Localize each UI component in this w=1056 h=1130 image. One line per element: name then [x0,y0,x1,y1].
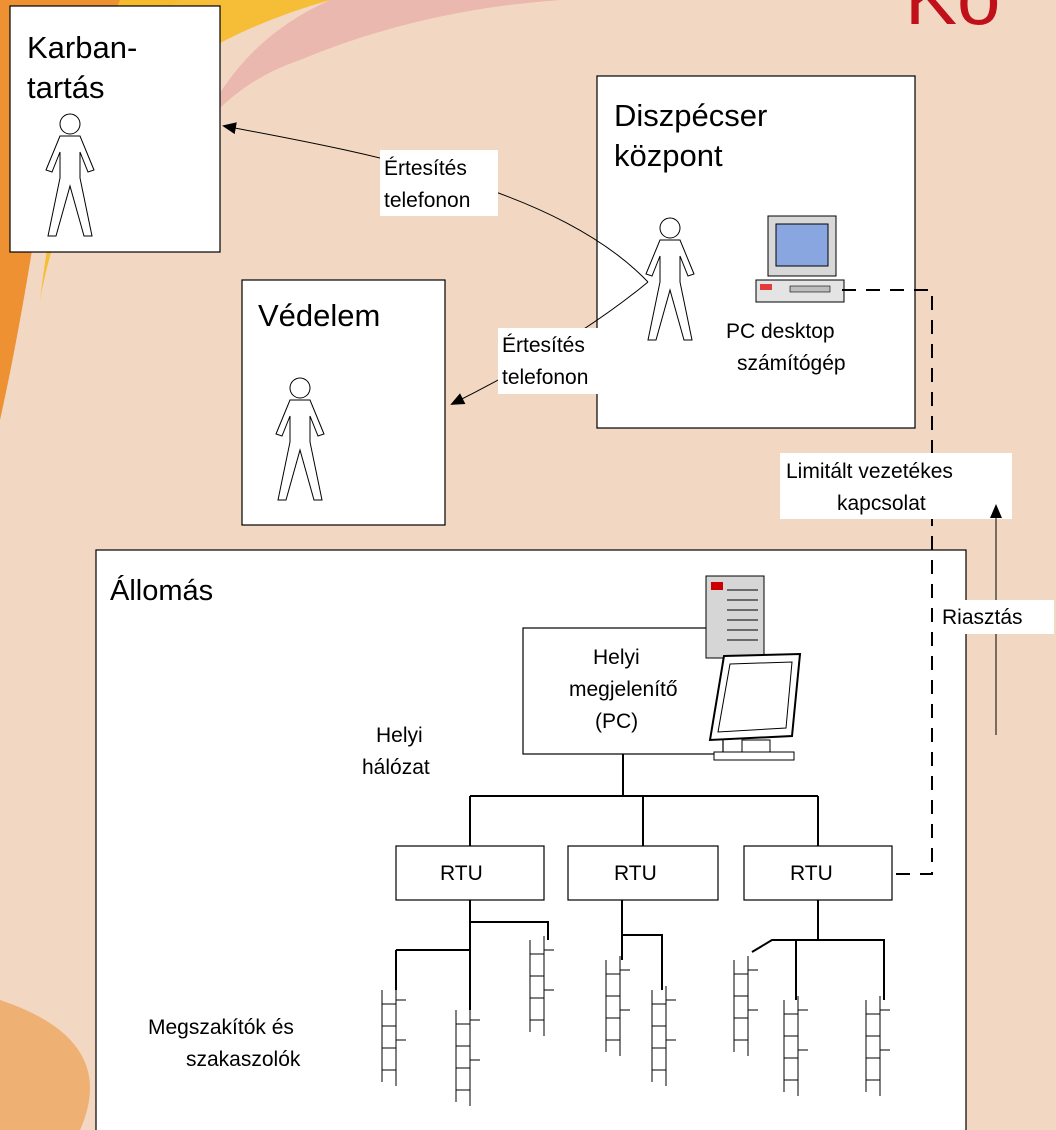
wired-link-label-line2: kapcsolat [837,492,926,515]
server-icon [705,575,765,659]
station-title: Állomás [110,574,213,607]
notify-maintenance-label-bg [380,150,498,216]
maintenance-box: Karban- tartás [9,5,221,253]
dispatcher-box: Diszpécser központ PC desktop számítógép [596,75,916,429]
local-display-box [522,627,724,755]
breakers-label-line2: szakaszolók [186,1048,301,1071]
rtu-2: RTU [567,845,719,901]
protection-title: Védelem [258,298,380,333]
station-box: Állomás Helyi megjelenítő (PC) Helyi hál… [95,549,967,1130]
rtu-3-feeders [751,900,885,1000]
notify-maintenance-label-line1: Értesítés [384,157,467,180]
rtu-1-feeders [395,900,549,1010]
lan-label-line1: Helyi [376,724,423,747]
local-display-line3: (PC) [595,710,638,733]
monitor-icon [708,652,802,761]
notify-maintenance-label-line2: telefonon [384,189,470,212]
dispatcher-title-line2: központ [614,138,723,173]
pink-swoosh [200,0,560,130]
rtu-3: RTU [743,845,893,901]
local-display-line1: Helyi [593,646,640,669]
protection-box: Védelem [241,279,446,526]
slide-title: Kö [905,0,1000,41]
maintenance-title-line2: tartás [27,70,105,105]
bottom-swoosh [0,1000,90,1130]
rtu-3-label: RTU [790,862,833,885]
pc-desktop-label-line2: számítógép [737,352,846,375]
notify-protection-label-bg [498,328,616,394]
maintenance-title-line1: Karban- [27,30,137,65]
alarm-label: Riasztás [942,606,1023,629]
breakers-label-line1: Megszakítók és [148,1016,294,1039]
rtu-1-label: RTU [440,862,483,885]
notify-protection-label-line2: telefonon [502,366,588,389]
rtu-1: RTU [395,845,545,901]
alarm-label-bg [938,600,1054,634]
rtu-2-label: RTU [614,862,657,885]
notify-protection-label-line1: Értesítés [502,334,585,357]
local-display-line2: megjelenítő [569,678,678,701]
pc-desktop-label-line1: PC desktop [726,320,835,343]
wired-link-label-line1: Limitált vezetékes [786,460,953,483]
rtu-2-feeders [621,900,663,990]
lan-label-line2: hálózat [362,756,430,779]
wired-link-label-bg [780,453,1012,519]
desktop-pc-icon [755,215,845,303]
lan-bus [469,754,819,846]
dispatcher-title-line1: Diszpécser [614,98,767,133]
